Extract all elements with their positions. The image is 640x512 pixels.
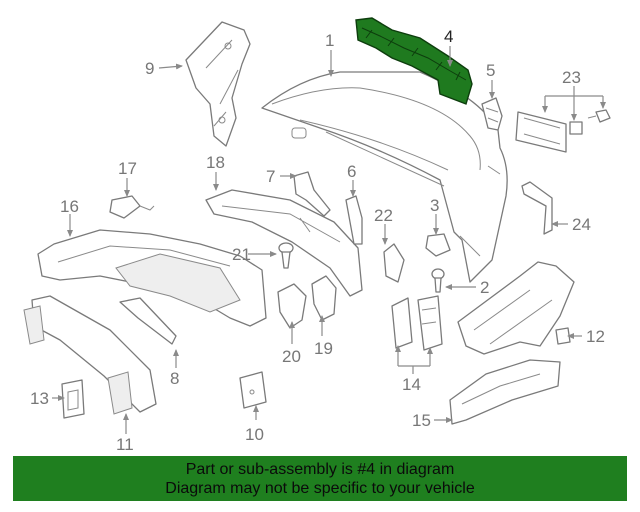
callout-9[interactable]: 9 xyxy=(145,59,154,78)
callout-14[interactable]: 14 xyxy=(402,375,421,394)
callout-10[interactable]: 10 xyxy=(245,425,264,444)
callout-5[interactable]: 5 xyxy=(486,61,495,80)
part-2-screw[interactable] xyxy=(431,268,445,293)
callout-6[interactable]: 6 xyxy=(347,162,356,181)
callout-22[interactable]: 22 xyxy=(374,206,393,225)
part-3-clip[interactable] xyxy=(425,233,451,257)
part-4-reinforcement-highlighted[interactable] xyxy=(355,17,473,105)
callout-4-highlighted[interactable]: 4 xyxy=(444,27,453,46)
callout-17[interactable]: 17 xyxy=(118,159,137,178)
part-19-bracket[interactable] xyxy=(311,275,337,321)
part-24-trim[interactable] xyxy=(521,181,553,235)
callout-11[interactable]: 11 xyxy=(116,435,134,454)
callout-1[interactable]: 1 xyxy=(325,31,334,50)
part-5-clip[interactable] xyxy=(481,97,503,131)
part-23-plate-bracket[interactable] xyxy=(515,109,611,153)
part-15-absorber[interactable] xyxy=(449,359,561,425)
callout-15[interactable]: 15 xyxy=(412,411,431,430)
callout-12[interactable]: 12 xyxy=(586,327,605,346)
part-22-guide[interactable] xyxy=(383,243,405,283)
callout-24[interactable]: 24 xyxy=(572,215,591,234)
part-7-bracket[interactable] xyxy=(293,171,331,217)
banner-line-1: Part or sub-assembly is #4 in diagram xyxy=(185,461,455,478)
callout-20[interactable]: 20 xyxy=(282,347,301,366)
callout-23[interactable]: 23 xyxy=(562,68,581,87)
callout-labels: 1 2 3 4 5 6 7 8 9 10 11 12 13 14 15 16 1… xyxy=(30,27,605,454)
part-18-diffuser[interactable] xyxy=(205,189,363,297)
part-20-bracket[interactable] xyxy=(277,283,307,329)
callout-8[interactable]: 8 xyxy=(170,369,179,388)
banner-line-2: Diagram may not be specific to your vehi… xyxy=(165,480,475,497)
callout-18[interactable]: 18 xyxy=(206,153,225,172)
part-14-brackets[interactable] xyxy=(391,295,443,351)
callout-3[interactable]: 3 xyxy=(430,196,439,215)
part-17-sensor[interactable] xyxy=(109,195,155,219)
part-6-bracket[interactable] xyxy=(345,195,363,245)
exploded-parts-diagram: 1 2 3 4 5 6 7 8 9 10 11 12 13 14 15 16 1… xyxy=(23,17,611,454)
callout-16[interactable]: 16 xyxy=(60,197,79,216)
leader-lines xyxy=(52,46,606,434)
callout-13[interactable]: 13 xyxy=(30,389,49,408)
part-10-plate[interactable] xyxy=(239,371,267,409)
callout-19[interactable]: 19 xyxy=(314,339,333,358)
info-banner: Part or sub-assembly is #4 in diagram Di… xyxy=(13,456,627,501)
callout-2[interactable]: 2 xyxy=(480,278,489,297)
part-21-pin[interactable] xyxy=(278,242,294,269)
part-16-valance[interactable] xyxy=(37,229,267,327)
part-13-pad[interactable] xyxy=(61,379,85,419)
part-9-bracket[interactable] xyxy=(185,21,251,147)
part-8-support[interactable] xyxy=(119,297,177,345)
part-11-bracket[interactable] xyxy=(23,295,157,415)
callout-21[interactable]: 21 xyxy=(232,245,251,264)
part-12-mount[interactable] xyxy=(457,261,575,355)
callout-7[interactable]: 7 xyxy=(266,167,275,186)
